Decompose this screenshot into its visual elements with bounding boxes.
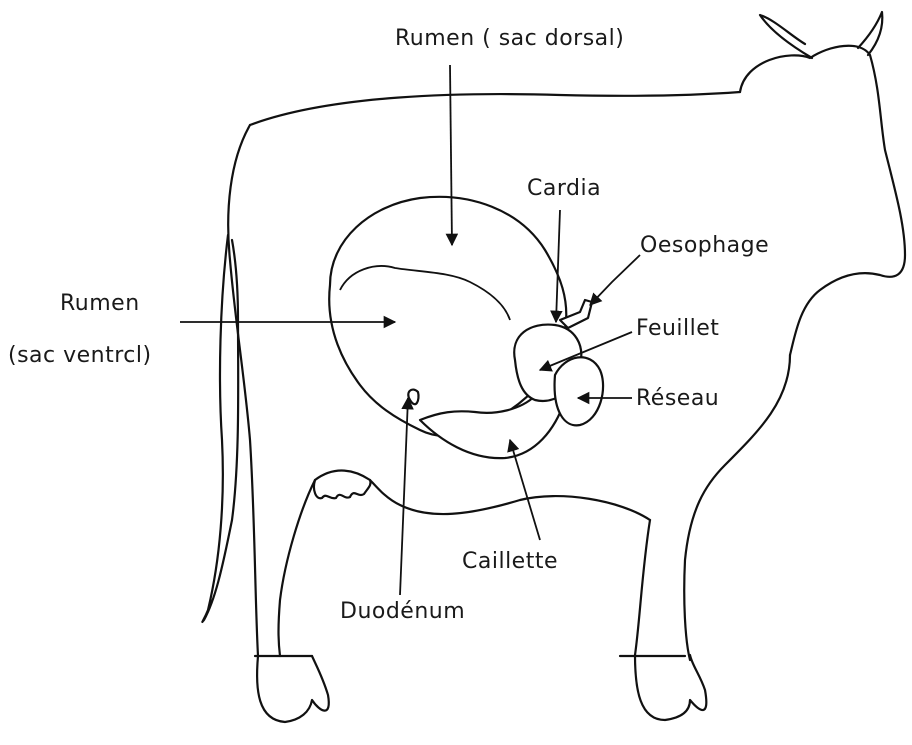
leader-caillette [510, 440, 540, 540]
front-leg-inner [635, 520, 650, 655]
label-rumen-ventral-line2: (sac ventrcl) [8, 343, 152, 368]
front-hoof [635, 655, 706, 720]
leader-oesophage [590, 255, 640, 305]
label-cardia: Cardia [527, 176, 601, 201]
udder [314, 471, 371, 499]
hind-leg [279, 480, 316, 656]
reseau-shape [555, 357, 603, 425]
label-reseau: Réseau [636, 386, 719, 411]
stomach [329, 197, 603, 458]
head [740, 46, 905, 355]
belly [370, 480, 650, 520]
back-line [250, 92, 740, 125]
label-feuillet: Feuillet [636, 316, 719, 341]
rump-hind [228, 125, 258, 656]
hind-hoof [257, 656, 329, 722]
horn-left [760, 15, 812, 58]
leader-duodenum [400, 398, 408, 595]
label-rumen-dorsal: Rumen ( sac dorsal) [395, 26, 624, 51]
label-duodenum: Duodénum [340, 599, 465, 624]
label-caillette: Caillette [462, 549, 558, 574]
label-oesophage: Oesophage [640, 233, 769, 258]
label-rumen-ventral-line1: Rumen [60, 291, 140, 316]
